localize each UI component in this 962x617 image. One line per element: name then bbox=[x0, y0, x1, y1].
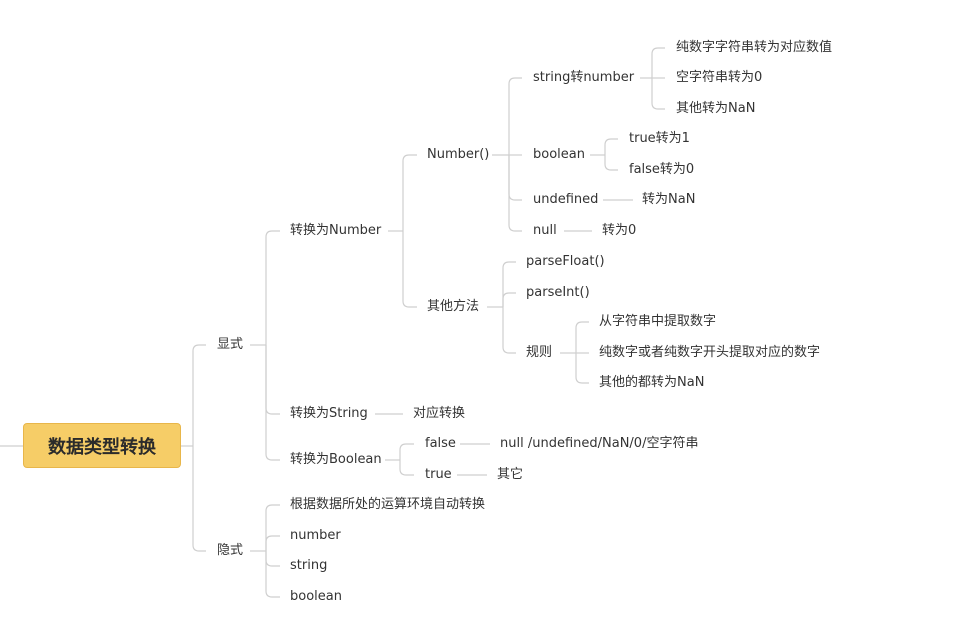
node-true[interactable]: true bbox=[425, 467, 452, 482]
node-implicit-number[interactable]: number bbox=[290, 528, 341, 543]
link-boolean-branch-1 bbox=[604, 155, 618, 171]
node-implicit-boolean[interactable]: boolean bbox=[290, 589, 342, 604]
node-false-0[interactable]: false转为0 bbox=[629, 162, 695, 177]
node-true-1[interactable]: true转为1 bbox=[629, 131, 690, 146]
node-undefined-nan[interactable]: 转为NaN bbox=[642, 192, 696, 207]
root-title: 数据类型转换 bbox=[48, 436, 156, 458]
node-string-to-number[interactable]: string转number bbox=[533, 70, 635, 85]
link-to-boolean-branch-0 bbox=[399, 443, 414, 460]
node-null[interactable]: null bbox=[533, 223, 557, 238]
link-implicit-branch-0 bbox=[265, 504, 280, 551]
node-to-string-desc[interactable]: 对应转换 bbox=[413, 406, 466, 421]
node-pure-digit-string[interactable]: 纯数字字符串转为对应数值 bbox=[676, 40, 833, 55]
node-true-values[interactable]: 其它 bbox=[497, 467, 524, 482]
node-false[interactable]: false bbox=[425, 436, 456, 451]
node-parse-int[interactable]: parseInt() bbox=[526, 285, 590, 300]
root-node[interactable]: 数据类型转换 bbox=[23, 423, 181, 468]
link-number-fn-branch-0 bbox=[508, 77, 522, 155]
node-explicit[interactable]: 显式 bbox=[217, 337, 244, 352]
link-other-methods-branch-0 bbox=[502, 261, 516, 307]
node-implicit-string[interactable]: string bbox=[290, 558, 328, 573]
link-other-methods-branch-1 bbox=[502, 292, 516, 307]
link-root-branch-1 bbox=[192, 446, 206, 552]
link-explicit-branch-2 bbox=[265, 345, 280, 461]
node-to-number[interactable]: 转换为Number bbox=[290, 223, 382, 238]
node-other-methods[interactable]: 其他方法 bbox=[427, 299, 480, 314]
node-implicit[interactable]: 隐式 bbox=[217, 543, 244, 558]
node-other-nan[interactable]: 其他转为NaN bbox=[676, 101, 756, 116]
link-string-to-number-branch-2 bbox=[651, 78, 665, 110]
link-to-boolean-branch-1 bbox=[399, 460, 414, 476]
link-rules-branch-2 bbox=[575, 353, 589, 384]
node-rules[interactable]: 规则 bbox=[526, 345, 553, 360]
link-explicit-branch-0 bbox=[265, 230, 280, 345]
link-rules-branch-0 bbox=[575, 321, 589, 353]
link-implicit-branch-2 bbox=[265, 551, 280, 567]
node-rule-extract[interactable]: 从字符串中提取数字 bbox=[599, 314, 717, 329]
node-false-values[interactable]: null /undefined/NaN/0/空字符串 bbox=[500, 436, 699, 451]
link-number-fn-branch-3 bbox=[508, 155, 522, 232]
node-rule-nan[interactable]: 其他的都转为NaN bbox=[599, 375, 705, 390]
node-empty-string[interactable]: 空字符串转为0 bbox=[676, 70, 763, 85]
link-number-fn-branch-2 bbox=[508, 155, 522, 201]
node-number-fn[interactable]: Number() bbox=[427, 147, 490, 162]
node-boolean[interactable]: boolean bbox=[533, 147, 585, 162]
node-implicit-desc[interactable]: 根据数据所处的运算环境自动转换 bbox=[290, 497, 486, 512]
node-rule-leading[interactable]: 纯数字或者纯数字开头提取对应的数字 bbox=[599, 345, 821, 360]
link-explicit-branch-1 bbox=[265, 345, 280, 415]
link-string-to-number-branch-0 bbox=[651, 47, 665, 78]
link-to-number-branch-1 bbox=[402, 231, 417, 308]
node-parse-float[interactable]: parseFloat() bbox=[526, 254, 605, 269]
link-other-methods-branch-2 bbox=[502, 307, 516, 354]
link-boolean-branch-0 bbox=[604, 138, 618, 155]
node-null-0[interactable]: 转为0 bbox=[602, 223, 637, 238]
link-implicit-branch-1 bbox=[265, 535, 280, 551]
node-to-boolean[interactable]: 转换为Boolean bbox=[290, 452, 382, 467]
node-undefined[interactable]: undefined bbox=[533, 192, 599, 207]
link-implicit-branch-3 bbox=[265, 551, 280, 598]
link-root-branch-0 bbox=[192, 344, 206, 446]
link-to-number-branch-0 bbox=[402, 154, 417, 231]
node-to-string[interactable]: 转换为String bbox=[290, 406, 368, 421]
